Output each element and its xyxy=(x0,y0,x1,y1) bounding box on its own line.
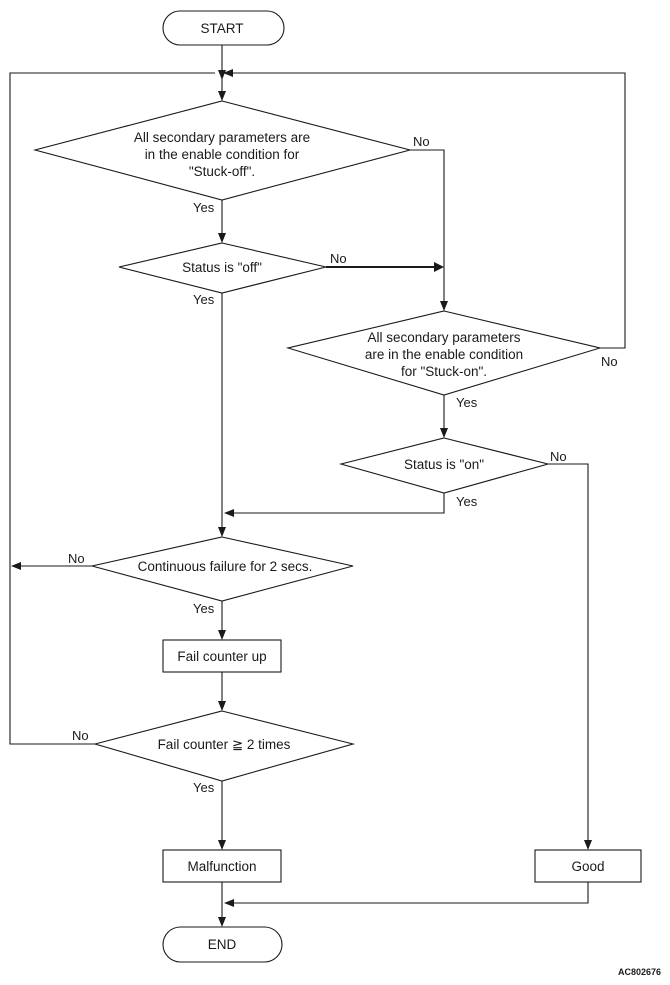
label-no-status-on: No xyxy=(550,449,567,464)
label-no-continuous: No xyxy=(68,551,85,566)
arrow-into-decision-fail-counter xyxy=(218,701,226,711)
arrow-into-merge-from-good xyxy=(224,899,234,907)
process-good: Good xyxy=(534,849,642,883)
label-yes-status-on: Yes xyxy=(456,494,478,509)
end-terminal-label: END xyxy=(208,937,237,952)
start-terminal-label: START xyxy=(200,21,243,36)
decision-stuck-on-line-3: for "Stuck-on". xyxy=(401,364,487,379)
arrow-into-decision-status-on xyxy=(440,428,448,438)
decision-continuous-failure: Continuous failure for 2 secs. xyxy=(91,536,354,602)
decision-stuck-off-line-3: "Stuck-off". xyxy=(189,164,255,179)
label-no-stuck-on: No xyxy=(601,354,618,369)
start-terminal: START xyxy=(162,10,285,46)
branch-labels: No Yes No Yes No Yes No Yes No Yes No Ye… xyxy=(68,134,618,795)
decision-continuous-failure-label: Continuous failure for 2 secs. xyxy=(138,559,313,574)
label-yes-stuck-on: Yes xyxy=(456,395,478,410)
process-good-label: Good xyxy=(571,859,604,874)
decision-stuck-on-line-2: are in the enable condition xyxy=(365,347,523,362)
decision-stuck-off-line-1: All secondary parameters are xyxy=(134,130,310,145)
process-fail-counter-up-label: Fail counter up xyxy=(177,649,266,664)
arrow-into-decision-stuck-off xyxy=(218,91,226,101)
figure-reference-code: AC802676 xyxy=(618,967,661,977)
decision-status-on: Status is "on" xyxy=(338,437,551,494)
decision-stuck-off-line-2: in the enable condition for xyxy=(145,147,300,162)
label-no-fail-counter: No xyxy=(72,728,89,743)
decision-stuck-on-condition: All secondary parameters are in the enab… xyxy=(285,310,603,396)
label-yes-stuck-off: Yes xyxy=(193,200,215,215)
process-malfunction-label: Malfunction xyxy=(187,859,256,874)
decision-fail-counter-check: Fail counter ≧ 2 times xyxy=(92,710,356,782)
connector-lines xyxy=(9,45,626,921)
decision-status-off: Status is "off" xyxy=(118,242,327,294)
arrow-into-decision-status-off xyxy=(218,233,226,243)
decision-fail-counter-check-label: Fail counter ≧ 2 times xyxy=(158,737,291,752)
end-terminal: END xyxy=(162,926,283,963)
label-no-stuck-off: No xyxy=(413,134,430,149)
label-yes-continuous: Yes xyxy=(193,601,215,616)
decision-status-off-label: Status is "off" xyxy=(182,260,262,275)
label-no-status-off: No xyxy=(330,251,347,266)
arrowheads xyxy=(11,69,592,927)
decision-stuck-off-condition: All secondary parameters are in the enab… xyxy=(32,100,413,201)
arrow-into-decision-continuous xyxy=(218,527,226,537)
arrow-into-good xyxy=(584,840,592,850)
arrow-continuous-no-left xyxy=(11,562,21,570)
arrow-into-malfunction xyxy=(218,840,226,850)
label-yes-status-off: Yes xyxy=(193,292,215,307)
decision-status-on-label: Status is "on" xyxy=(404,457,484,472)
arrow-into-end xyxy=(218,917,226,927)
process-fail-counter-up: Fail counter up xyxy=(162,639,282,673)
arrow-into-top-junction-down xyxy=(218,70,226,80)
arrow-status-off-no-right xyxy=(434,262,444,272)
arrow-into-merge-from-status-on xyxy=(224,509,234,517)
label-yes-fail-counter: Yes xyxy=(193,780,215,795)
arrow-into-top-junction-left xyxy=(223,69,233,77)
decision-stuck-on-line-1: All secondary parameters xyxy=(367,330,520,345)
arrow-into-decision-stuck-on xyxy=(440,301,448,311)
process-malfunction: Malfunction xyxy=(162,849,282,883)
arrow-into-fail-counter-up xyxy=(218,630,226,640)
